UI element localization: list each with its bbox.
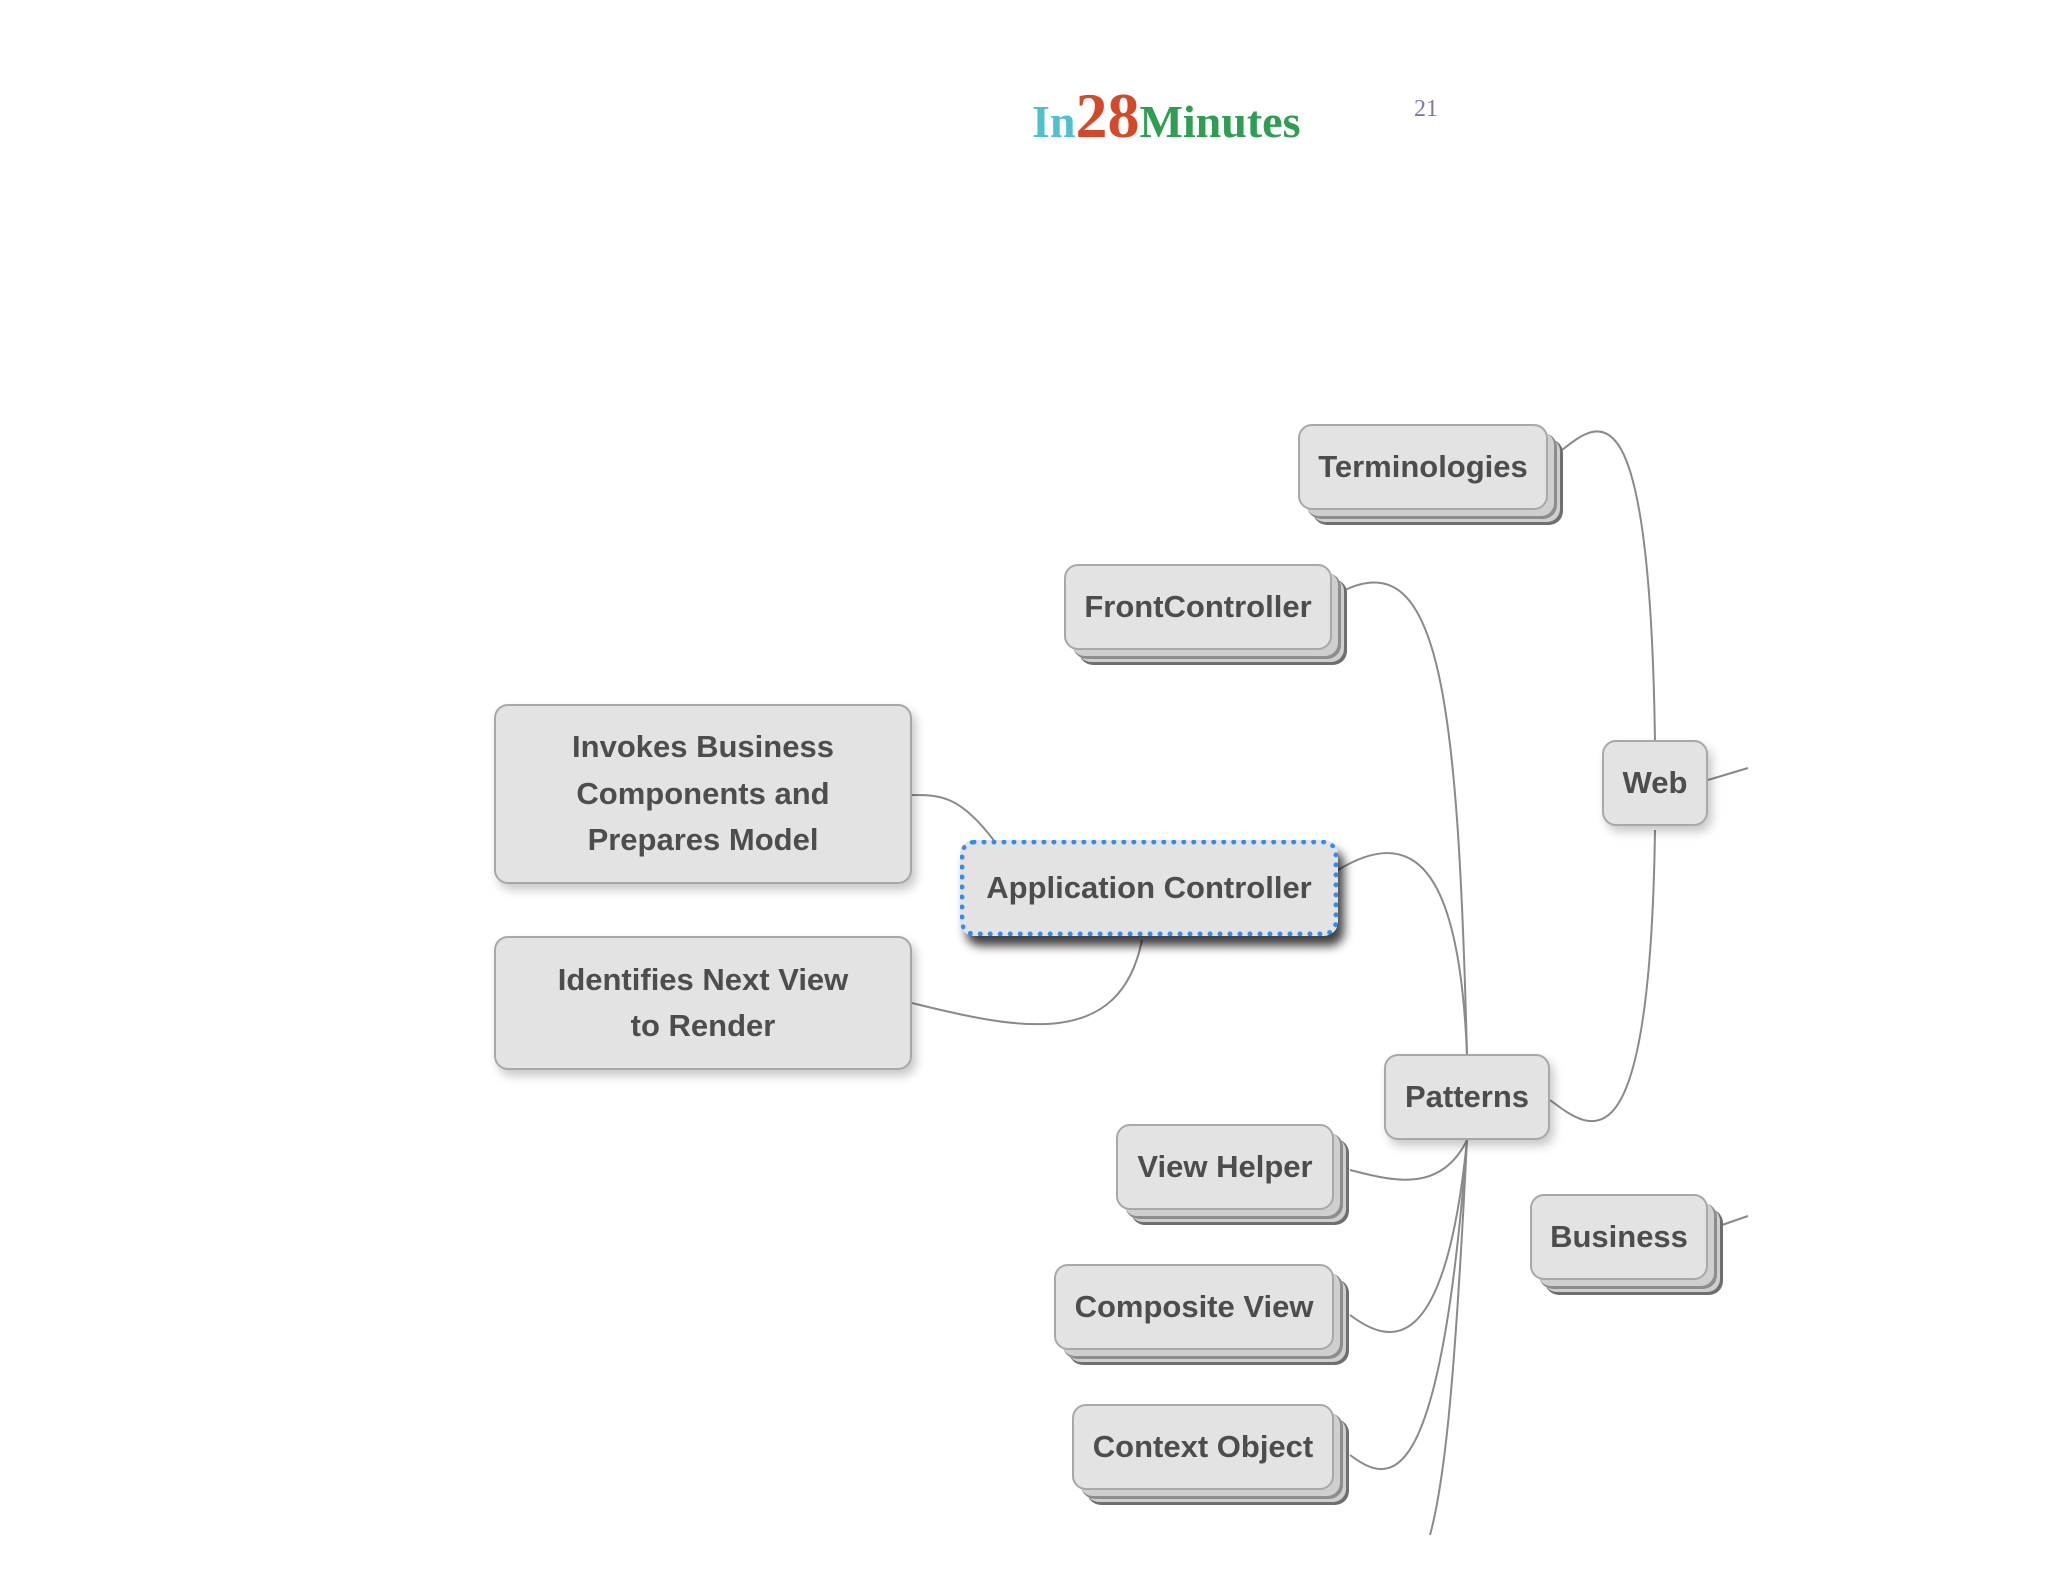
edge-patterns-frontcontroller xyxy=(1344,581,1468,1056)
edge-business-offscreen xyxy=(1721,1215,1749,1226)
edge-patterns-contextobject xyxy=(1349,1139,1468,1470)
edge-appcontroller-invokes xyxy=(911,794,996,843)
node-application-controller[interactable]: Application Controller xyxy=(960,840,1338,936)
page-number: 21 xyxy=(1414,96,1438,122)
node-invokes-business-label: Invokes Business Components and Prepares… xyxy=(572,729,834,858)
node-context-object-label: Context Object xyxy=(1092,1428,1314,1464)
edge-patterns-viewhelper xyxy=(1349,1139,1468,1181)
edge-web-terminologies xyxy=(1561,430,1656,743)
node-patterns-label: Patterns xyxy=(1404,1078,1530,1114)
node-front-controller-label: FrontController xyxy=(1084,588,1312,624)
node-view-helper-label: View Helper xyxy=(1137,1148,1313,1184)
node-view-helper[interactable]: View Helper xyxy=(1116,1124,1334,1210)
node-business-label: Business xyxy=(1550,1218,1688,1254)
logo-in: In xyxy=(1032,96,1076,147)
node-terminologies[interactable]: Terminologies xyxy=(1298,424,1548,510)
edge-patterns-compositeview xyxy=(1349,1139,1468,1334)
node-web[interactable]: Web xyxy=(1602,740,1708,826)
logo-28: 28 xyxy=(1075,80,1140,151)
edge-web-patterns xyxy=(1549,829,1656,1123)
node-front-controller[interactable]: FrontController xyxy=(1064,564,1332,650)
edge-web-offscreen xyxy=(1707,767,1749,781)
edge-appcontroller-identifies xyxy=(911,939,1143,1026)
node-web-label: Web xyxy=(1622,764,1688,800)
node-identifies-next-view-label: Identifies Next View to Render xyxy=(557,961,849,1044)
node-identifies-next-view[interactable]: Identifies Next View to Render xyxy=(494,936,912,1070)
node-context-object[interactable]: Context Object xyxy=(1072,1404,1334,1490)
node-invokes-business[interactable]: Invokes Business Components and Prepares… xyxy=(494,704,912,884)
node-business[interactable]: Business xyxy=(1530,1194,1708,1280)
node-application-controller-label: Application Controller xyxy=(986,869,1312,905)
edge-patterns-offscreen xyxy=(1429,1139,1468,1536)
logo-minutes: Minutes xyxy=(1139,96,1301,147)
node-patterns[interactable]: Patterns xyxy=(1384,1054,1550,1140)
edge-patterns-appcontroller xyxy=(1337,852,1468,1056)
node-composite-view[interactable]: Composite View xyxy=(1054,1264,1334,1350)
node-terminologies-label: Terminologies xyxy=(1318,448,1528,484)
node-composite-view-label: Composite View xyxy=(1074,1288,1314,1324)
in28minutes-logo: In28Minutes xyxy=(1032,84,1300,148)
